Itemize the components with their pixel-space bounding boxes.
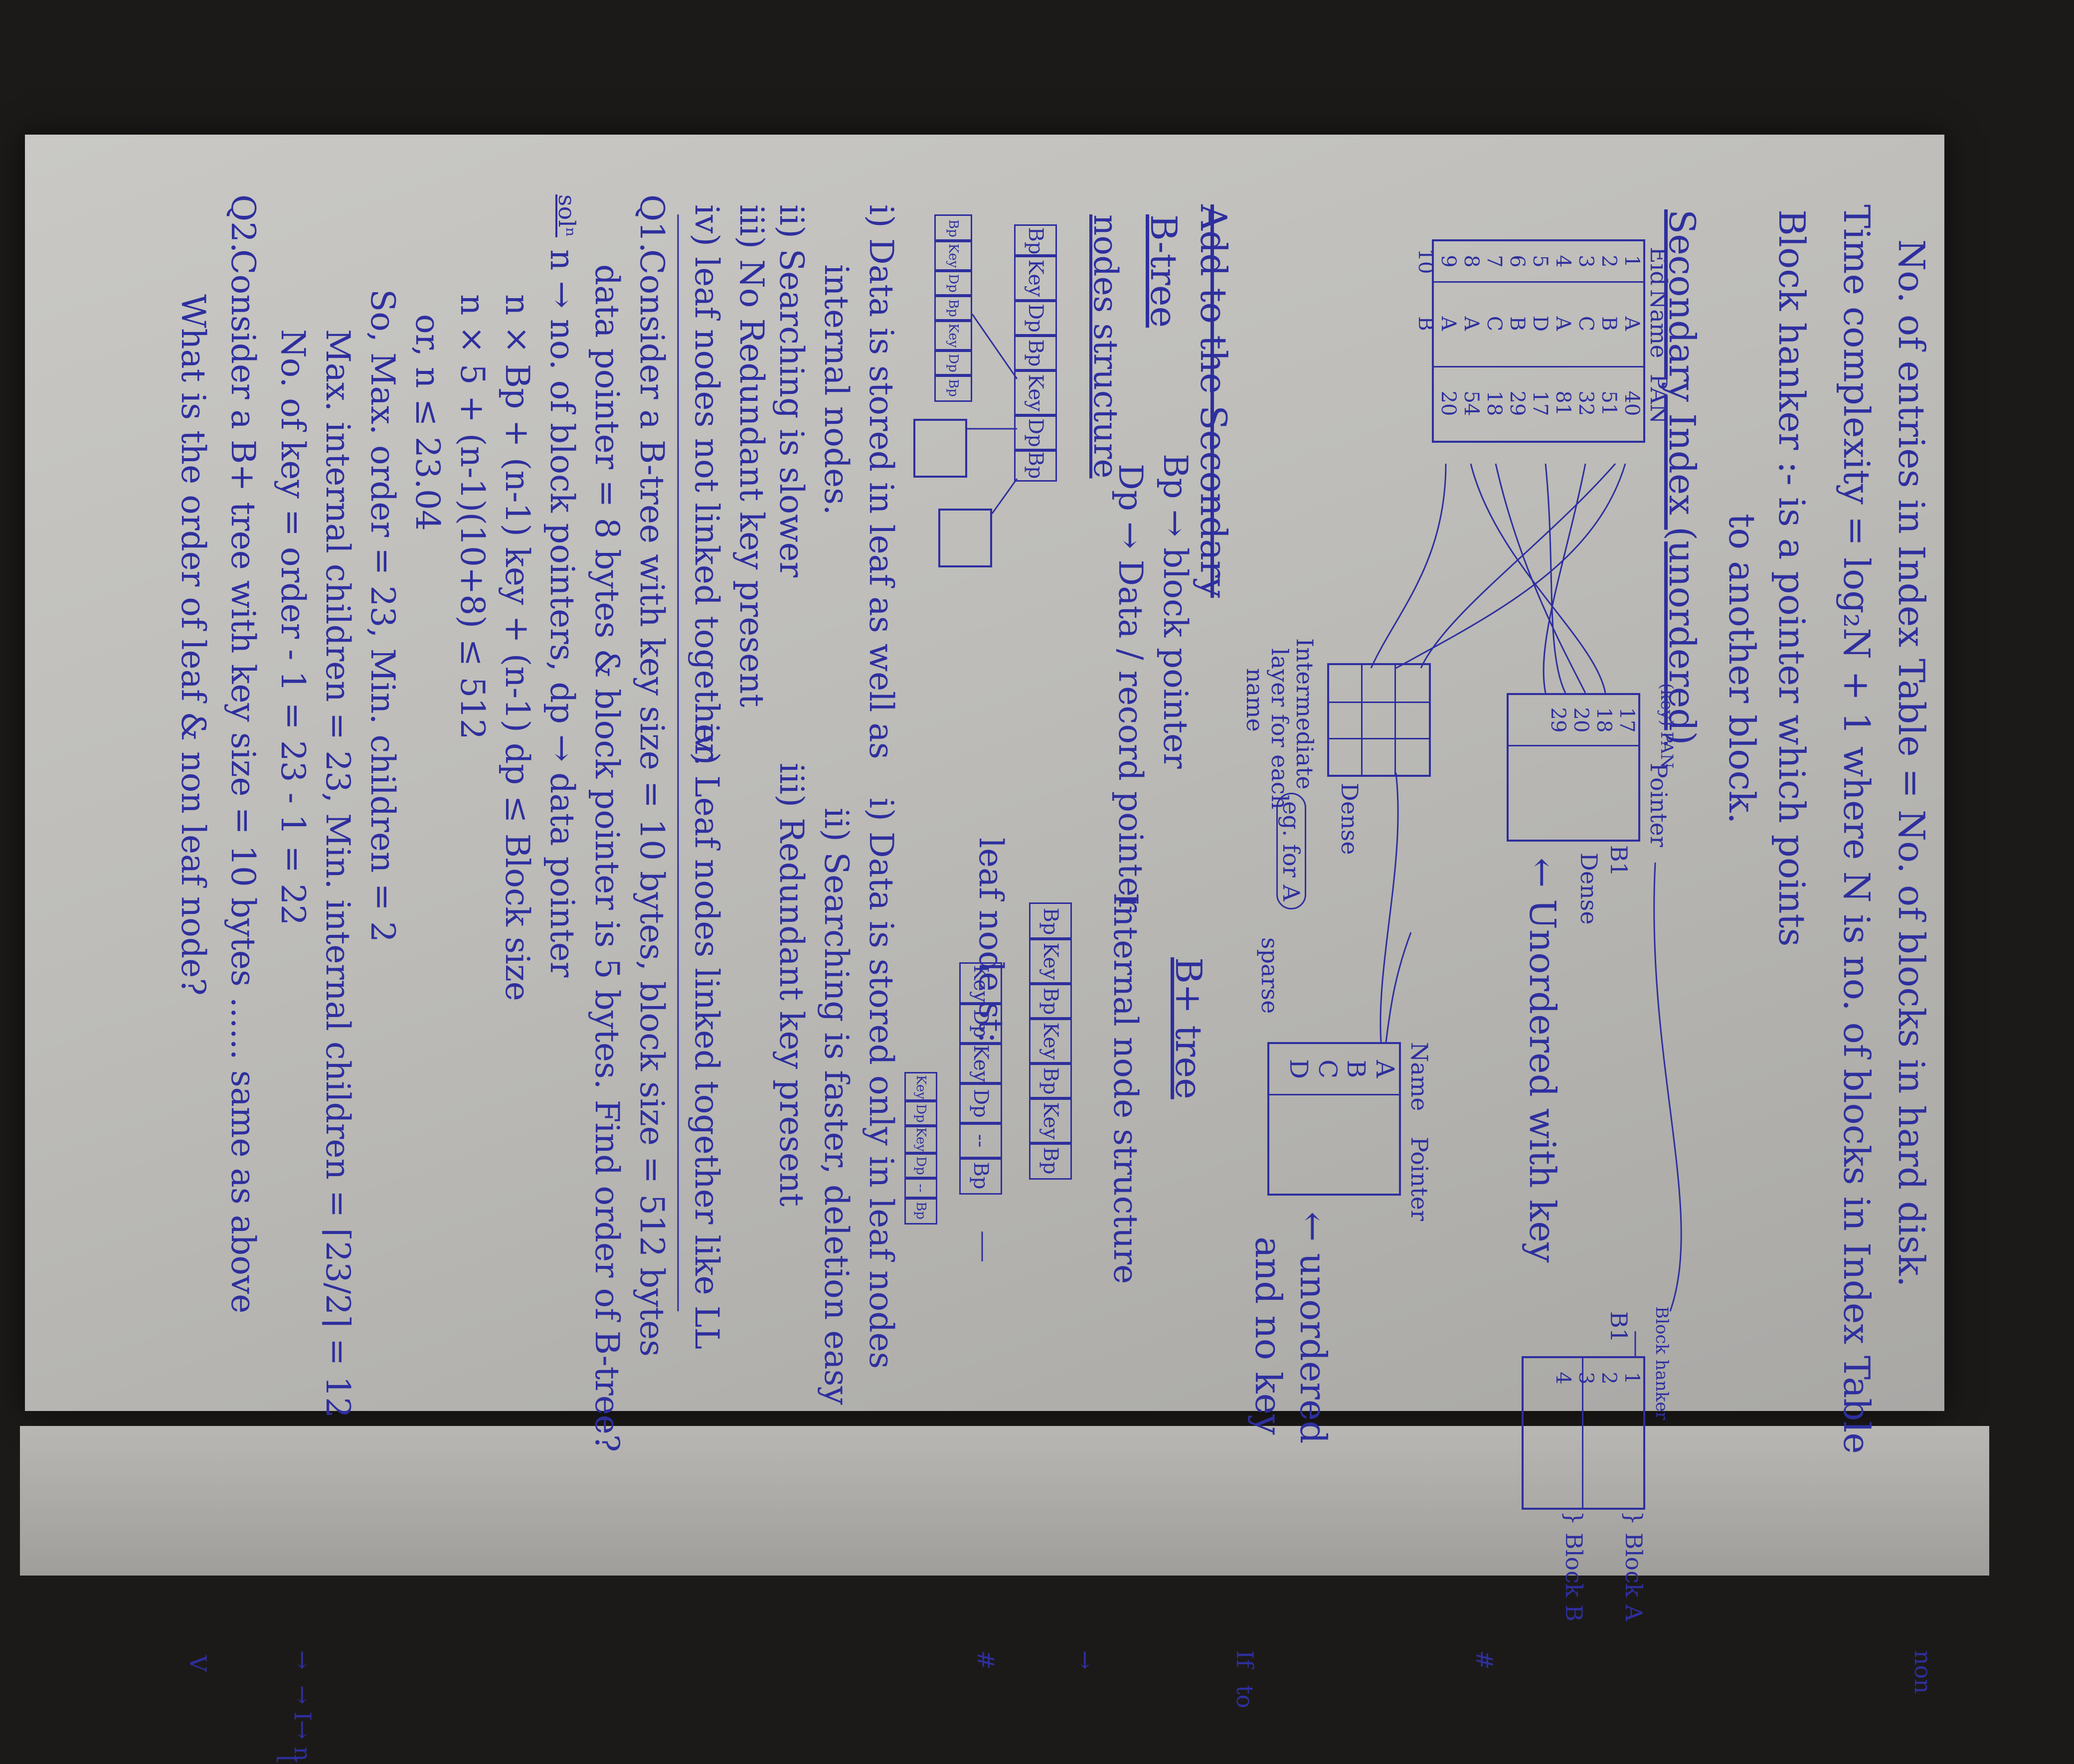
block-b-label: } Block B [1560,1511,1587,1622]
notebook-page [25,135,1944,1411]
edge-mark-if: If [1231,1650,1258,1668]
edge-mark-hash-2: # [972,1650,999,1670]
pointer-curve-4 [1543,463,1586,694]
block-hanker-curve [1653,862,1682,1312]
block-a-label: } Block A [1620,1511,1647,1621]
edge-mark-arrow-3: → I [289,1685,316,1721]
next-notebook-page [20,1426,1989,1576]
pointer-curve-5 [1420,463,1616,669]
edge-mark-arrow-1: → [1072,1650,1099,1670]
btree-child-link-3 [991,478,1018,514]
pointer-curve-6 [1395,463,1626,669]
edge-mark-hash-1: # [1471,1650,1498,1670]
edge-mark-non: non [1909,1650,1936,1694]
pointer-curve-3 [1545,463,1566,694]
edge-mark-v: V [184,1655,211,1672]
pointer-curve-8 [1380,772,1399,1043]
edge-mark-arrow-2: → [289,1650,316,1670]
pointer-curve-7 [1370,463,1447,669]
edge-mark-to: to [1231,1685,1258,1709]
handwritten-notes: No. of entries in Index Table = No. of b… [80,165,1994,1764]
sparse-curve [1385,932,1412,1043]
edge-mark-bracket: [ [274,1755,301,1764]
btree-child-link-2 [971,314,1018,379]
ink-strokes [677,214,1682,1356]
pointer-curve-2 [1495,463,1586,694]
pointer-curve-1 [1470,463,1606,694]
